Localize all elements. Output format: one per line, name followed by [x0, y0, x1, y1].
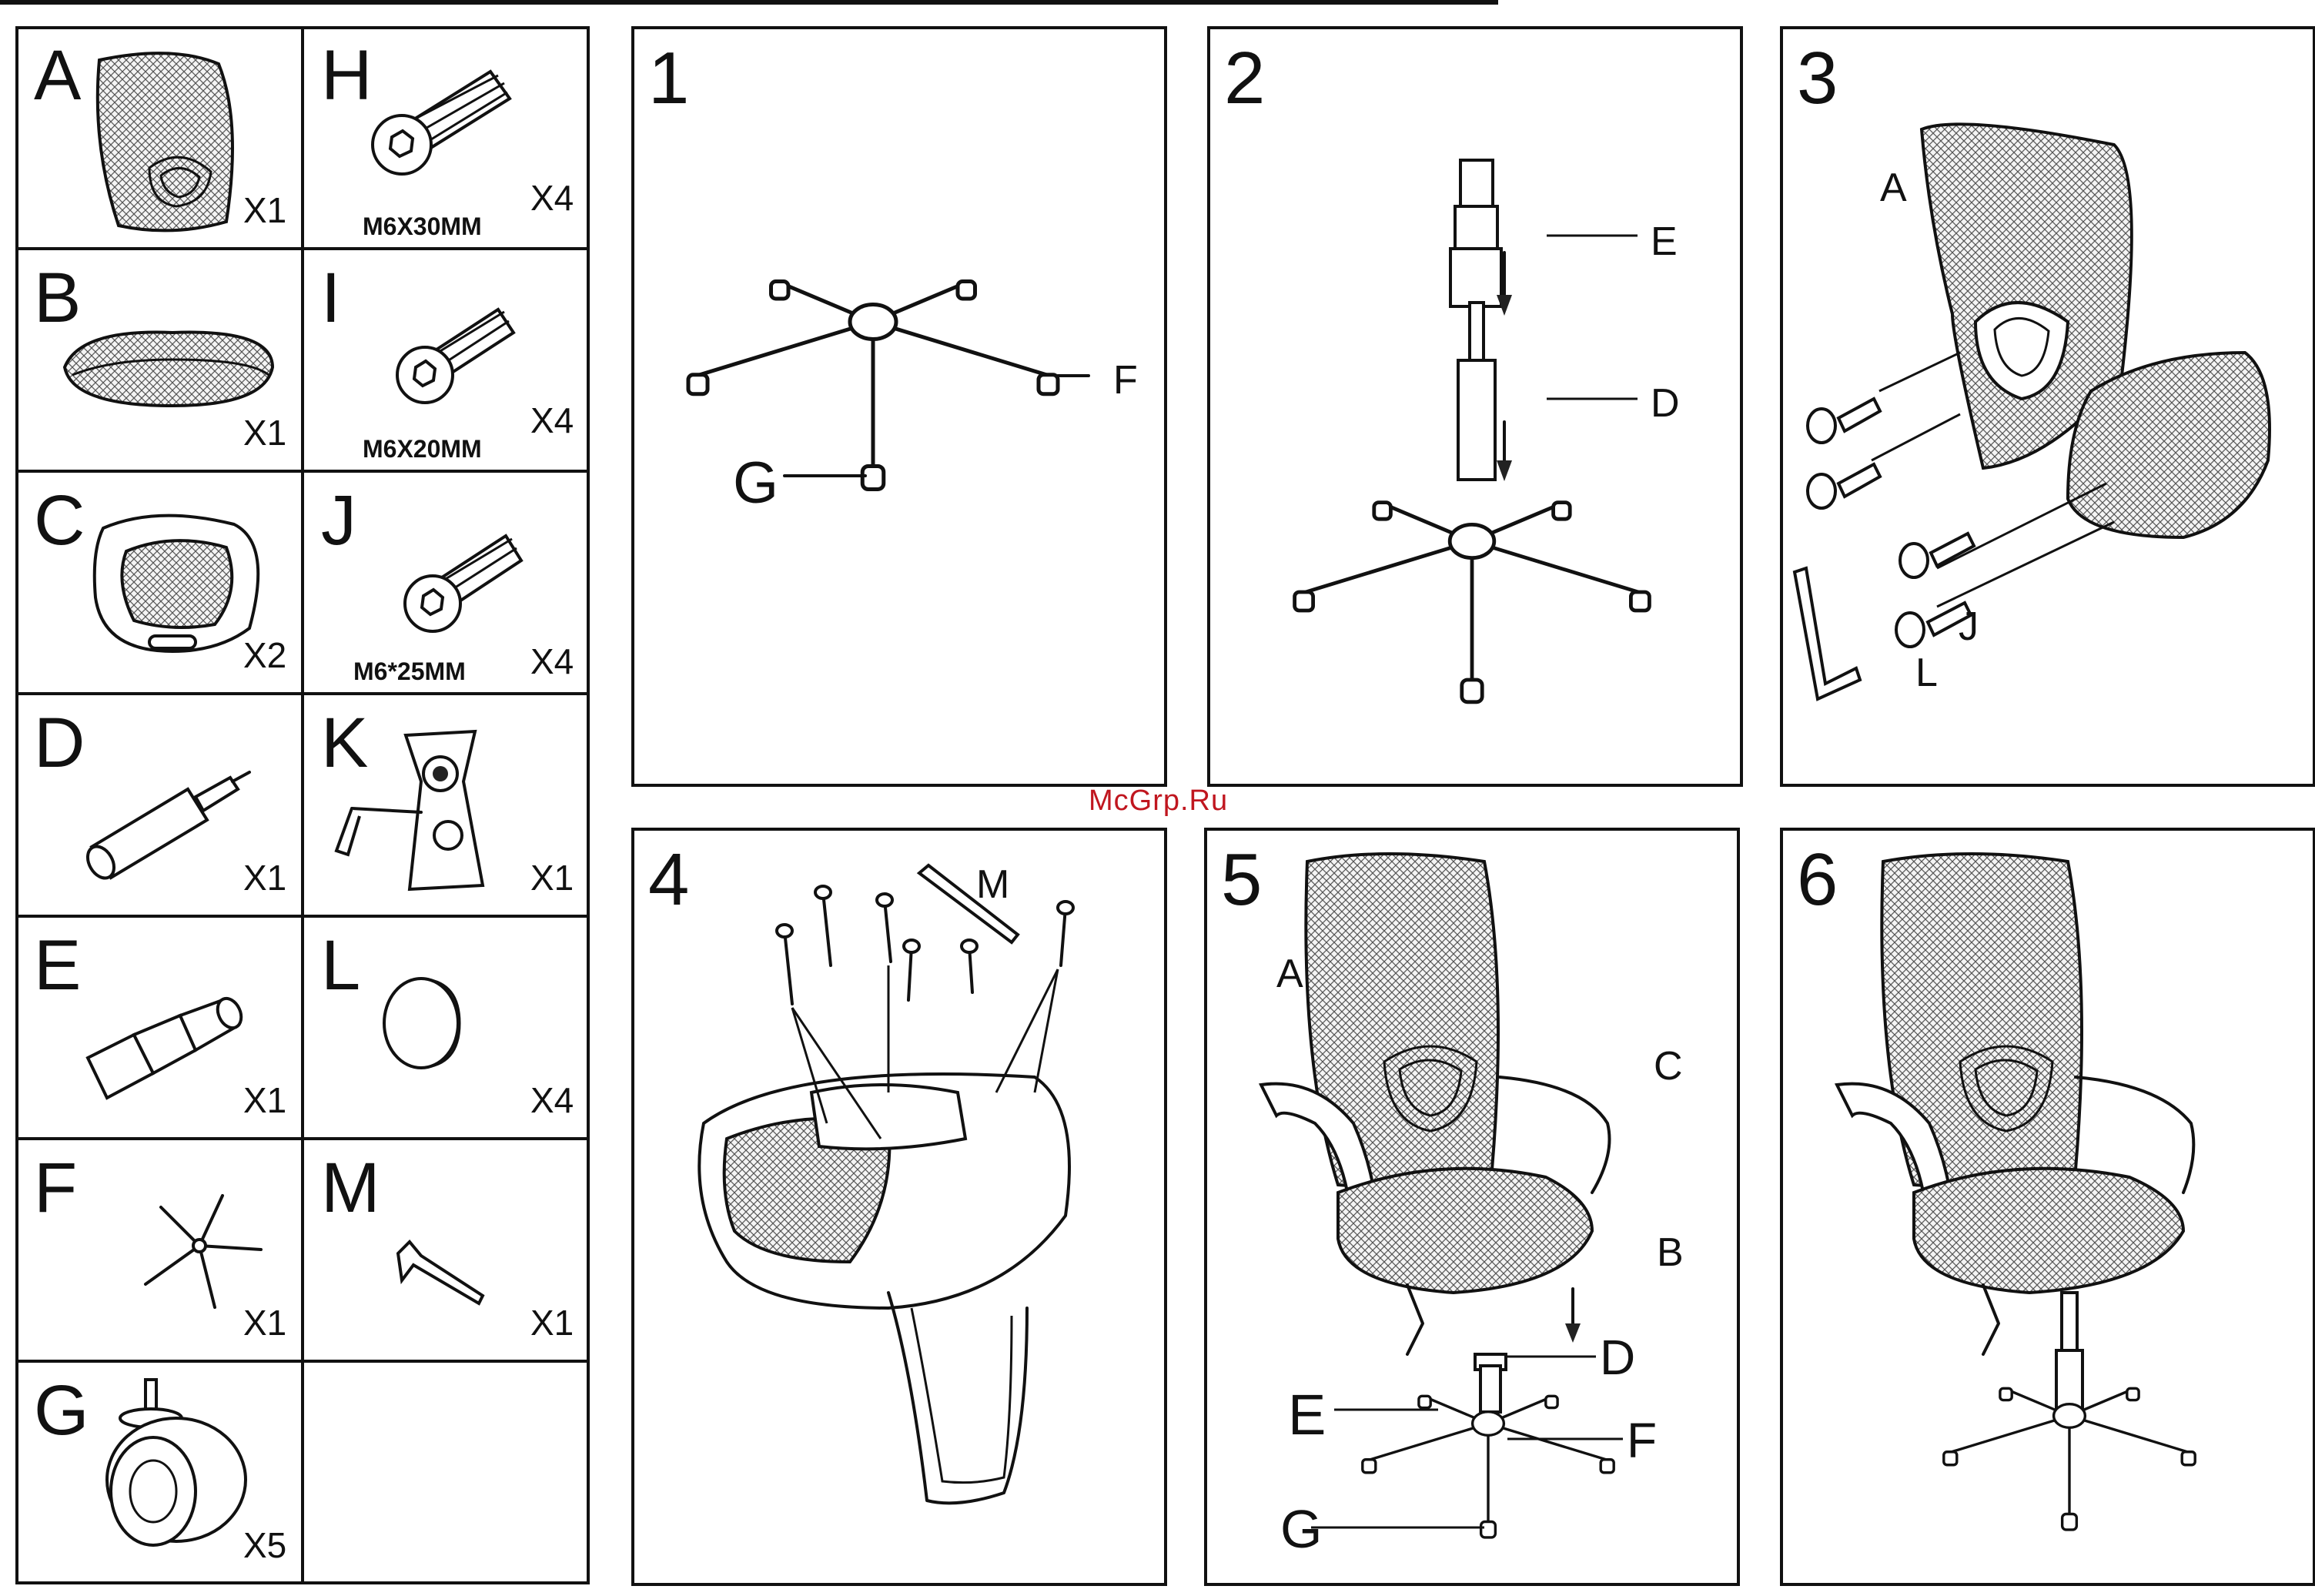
star-base-icon — [634, 29, 1170, 790]
part-qty: X4 — [530, 403, 574, 438]
part-d-cell: D X1 — [18, 697, 306, 919]
label-f: F — [1627, 1416, 1657, 1465]
step-number: 2 — [1224, 42, 1265, 115]
part-j-cell: J M6*25MM X4 — [306, 474, 593, 697]
step-number: 1 — [648, 42, 689, 115]
part-k-cell: K X1 — [306, 697, 593, 919]
empty-cell — [306, 1364, 593, 1588]
part-qty: X1 — [243, 1305, 286, 1340]
label-l: L — [1915, 653, 1938, 693]
step-2-panel: 2 E D — [1207, 26, 1743, 787]
label-m: M — [976, 865, 1009, 905]
bolt-size-label: M6X20MM — [363, 437, 482, 461]
step-number: 4 — [648, 843, 689, 917]
label-e: E — [1288, 1387, 1326, 1444]
step-number: 5 — [1221, 843, 1262, 917]
part-a-cell: A X1 — [18, 29, 306, 252]
label-d: D — [1600, 1333, 1635, 1382]
part-f-cell: F X1 — [18, 1142, 306, 1364]
backrest-attach-icon — [1783, 29, 2315, 790]
watermark: McGrp.Ru — [1089, 785, 1228, 818]
part-qty: X2 — [243, 637, 286, 673]
step-number: 6 — [1797, 843, 1838, 917]
part-e-cell: E X1 — [18, 919, 306, 1142]
label-e: E — [1651, 222, 1678, 262]
step-1-panel: 1 F G — [631, 26, 1167, 787]
part-qty: X4 — [530, 644, 574, 679]
part-i-cell: I M6X20MM X4 — [306, 252, 593, 474]
part-c-cell: C X2 — [18, 474, 306, 697]
parts-list: A X1 B X1 C X2 D X — [15, 26, 590, 1584]
part-qty: X1 — [530, 860, 574, 895]
part-g-cell: G X5 — [18, 1364, 306, 1588]
assembled-chair-icon — [1783, 831, 2315, 1589]
step-5-panel: 5 A C B D E F G — [1204, 828, 1740, 1586]
label-j: J — [1959, 607, 1979, 647]
label-c: C — [1654, 1046, 1683, 1086]
top-rule — [0, 0, 1498, 5]
label-f: F — [1113, 360, 1138, 400]
label-g: G — [733, 454, 778, 513]
bolt-size-label: M6*25MM — [353, 659, 466, 684]
bolt-size-label: M6X30MM — [363, 214, 482, 239]
step-6-panel: 6 — [1780, 828, 2315, 1586]
label-d: D — [1651, 383, 1680, 423]
part-qty: X5 — [243, 1527, 286, 1563]
part-qty: X4 — [530, 1082, 574, 1118]
part-qty: X1 — [243, 860, 286, 895]
label-b: B — [1657, 1233, 1684, 1273]
label-a: A — [1880, 168, 1907, 208]
part-l-cell: L X4 — [306, 919, 593, 1142]
step-number: 3 — [1797, 42, 1838, 115]
part-m-cell: M X1 — [306, 1142, 593, 1364]
seat-underside-assembly-icon — [634, 831, 1170, 1589]
step-3-panel: 3 A J L — [1780, 26, 2315, 787]
part-qty: X1 — [243, 415, 286, 450]
part-qty: X4 — [530, 180, 574, 216]
part-h-cell: H M6X30MM X4 — [306, 29, 593, 252]
chair-on-base-icon — [1207, 831, 1743, 1589]
part-b-cell: B X1 — [18, 252, 306, 474]
label-a: A — [1276, 954, 1303, 994]
label-g: G — [1280, 1502, 1322, 1556]
part-qty: X1 — [243, 192, 286, 228]
step-4-panel: 4 M — [631, 828, 1167, 1586]
part-qty: X1 — [243, 1082, 286, 1118]
part-qty: X1 — [530, 1305, 574, 1340]
